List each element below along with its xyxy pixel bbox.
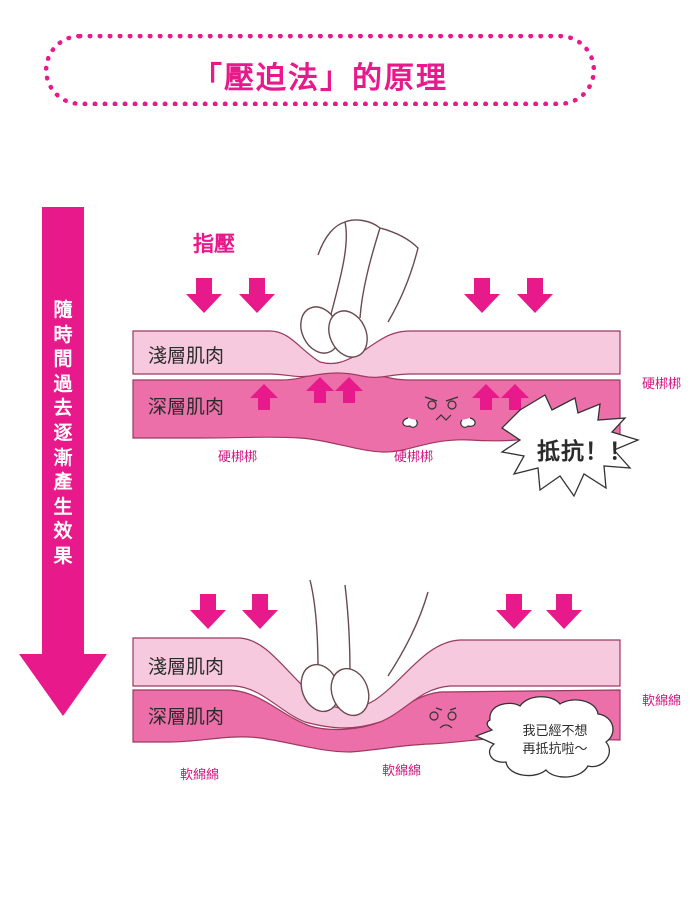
side-char: 產 (53, 471, 73, 494)
top-shallow-muscle (132, 330, 621, 378)
bottom-shallow-label: 淺層肌肉 (148, 656, 225, 678)
side-char: 去 (53, 397, 73, 420)
side-char: 隨 (53, 299, 73, 321)
bottom-soft-mid: 軟綿綿 (382, 764, 422, 779)
top-up-arrows (250, 377, 529, 410)
bubble-line-1: 我已經不想 (522, 724, 588, 739)
top-down-arrows (186, 278, 553, 313)
time-arrow (19, 207, 107, 716)
side-char: 時 (53, 323, 73, 346)
top-deep-label: 深層肌肉 (148, 396, 225, 418)
angry-face-icon (402, 396, 476, 428)
relief-bubble (474, 696, 614, 778)
bottom-soft-right: 軟綿綿 (642, 694, 682, 709)
resist-bubble (500, 394, 640, 498)
relaxed-face-icon (429, 707, 457, 729)
top-stiff-right: 硬梆梆 (642, 377, 682, 392)
top-finger (300, 219, 419, 358)
resist-text: 抵抗！！ (537, 439, 633, 465)
press-label: 指壓 (193, 232, 235, 256)
page-title: 「壓迫法」的原理 (192, 61, 448, 96)
time-progress-label: 隨 時 間 過 去 逐 漸 產 生 效 果 (48, 298, 78, 569)
bottom-down-arrows (190, 594, 582, 629)
side-char: 漸 (53, 446, 73, 469)
bubble-line-2: 再抵抗啦～ (522, 742, 588, 757)
side-char: 效 (53, 520, 73, 543)
side-char: 過 (53, 372, 73, 395)
top-stiff-mid: 硬梆梆 (394, 450, 434, 465)
bottom-finger (300, 579, 429, 717)
relief-bubble-text: 我已經不想 再抵抗啦～ (512, 723, 598, 759)
bottom-deep-label: 深層肌肉 (148, 706, 225, 728)
title-frame: 「壓迫法」的原理 (44, 34, 596, 106)
top-stiff-left: 硬梆梆 (218, 450, 258, 465)
side-char: 間 (53, 348, 73, 371)
side-char: 生 (53, 495, 73, 518)
top-shallow-label: 淺層肌肉 (148, 345, 225, 367)
side-char: 果 (53, 544, 73, 567)
bottom-soft-left: 軟綿綿 (180, 768, 220, 783)
side-char: 逐 (53, 421, 73, 444)
